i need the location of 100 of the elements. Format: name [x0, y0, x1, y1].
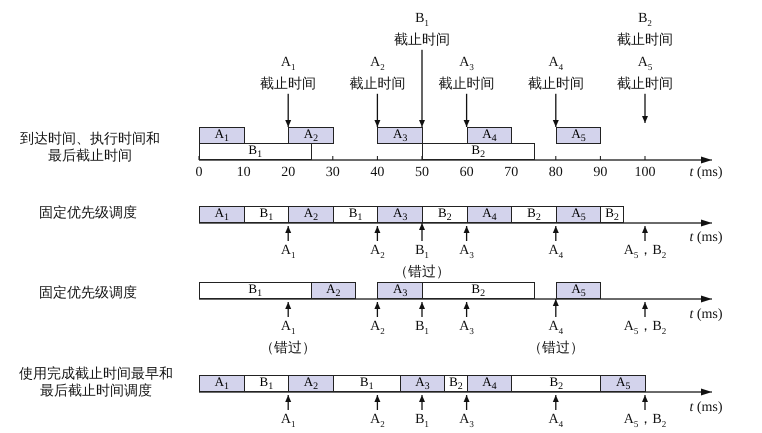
tick-label: 60: [460, 164, 474, 181]
deadline-arrow: [285, 302, 292, 317]
tick-label: 20: [281, 164, 296, 181]
task-a-block: A$_{4}$: [466, 375, 512, 392]
task-a-block: A$_{2}$: [288, 127, 334, 144]
deadline-caption: 截止时间: [260, 76, 316, 93]
task-b-block: B$_{1}$: [199, 282, 312, 299]
task-a-block: A$_{4}$: [466, 127, 512, 144]
task-name: A$_{5}$: [636, 54, 654, 74]
arrival-label: B$_{1}$: [415, 411, 429, 433]
task-name: B$_{1}$: [414, 242, 430, 262]
task-a-block: A$_{2}$: [288, 206, 334, 223]
task-a-block: A$_{3}$: [377, 127, 423, 144]
task-name: A$_{3}$: [458, 54, 475, 74]
arrival-label: A$_{2}$: [370, 411, 385, 433]
deadline-arrow: [374, 226, 380, 241]
arrival-label: A$_{3}$: [459, 318, 474, 340]
missed-note: （错过）: [528, 340, 584, 357]
task-b-block: B$_{1}$: [244, 206, 290, 223]
arrival-label: A$_{2}$: [370, 318, 385, 340]
deadline-arrow: [552, 299, 559, 317]
task-b-block: B$_{1}$: [332, 375, 401, 392]
arrival-label: A$_{4}$: [548, 411, 564, 433]
deadline-arrow: [285, 226, 292, 241]
deadline-arrow: [642, 94, 648, 123]
axis-label: t (ms): [689, 164, 723, 181]
task-a-block: A$_{5}$: [600, 375, 646, 392]
deadline-arrow: [642, 395, 648, 410]
arrival-label: A$_{5}$，B$_{2}$: [624, 242, 666, 264]
task-name: B$_{1}$: [414, 10, 430, 30]
tick-label: 10: [236, 164, 251, 181]
tick-label: 70: [504, 164, 518, 181]
tick-label: 50: [415, 164, 429, 181]
deadline-arrow: [464, 395, 470, 410]
task-b-block: B$_{1}$: [332, 206, 378, 223]
task-b-block: B$_{2}$: [422, 143, 534, 160]
task-name: A$_{4}$: [547, 318, 564, 338]
task-b-block: B$_{1}$: [199, 143, 312, 160]
task-a-block: A$_{3}$: [400, 375, 446, 392]
task-a-block: A$_{3}$: [377, 282, 423, 299]
deadline-caption: 截止时间: [617, 32, 673, 49]
task-a-block: A$_{1}$: [199, 206, 245, 223]
deadline-arrow: [419, 223, 425, 241]
tick-label: 80: [548, 164, 563, 181]
deadline-arrow: [419, 50, 425, 127]
task-b-block: B$_{1}$: [244, 375, 290, 392]
arrival-label: A$_{1}$: [280, 242, 296, 264]
row-title: 使用完成截止时间最早和最后截止时间调度: [18, 366, 174, 400]
arrival-label: A$_{3}$: [459, 242, 474, 264]
task-name: A$_{2}$: [369, 54, 386, 74]
deadline-arrow: [374, 395, 380, 410]
deadline-arrow: [285, 395, 292, 410]
deadline-caption: 截止时间: [438, 76, 495, 93]
axis-label: t (ms): [689, 306, 723, 323]
arrival-label: A$_{4}$: [548, 242, 564, 264]
deadline-arrow: [642, 226, 648, 241]
tick-label: 30: [326, 164, 340, 181]
arrival-label: A$_{1}$: [280, 411, 296, 433]
row-title: 到达时间、执行时间和最后截止时间: [19, 131, 161, 165]
deadline-arrow: [419, 395, 425, 410]
arrival-label: A$_{2}$: [370, 242, 385, 264]
deadline-arrow: [552, 94, 559, 127]
missed-note: （错过）: [394, 264, 450, 281]
row-title: 固定优先级调度: [39, 285, 137, 302]
tick-label: 0: [196, 164, 202, 181]
deadline-arrow: [464, 302, 470, 317]
task-a-block: A$_{5}$: [556, 206, 602, 223]
tick-label: 90: [593, 164, 608, 181]
arrival-label: A$_{3}$: [459, 411, 474, 433]
task-a-block: A$_{3}$: [377, 206, 423, 223]
task-b-block: B$_{2}$: [600, 206, 624, 223]
task-b-block: B$_{2}$: [511, 206, 557, 223]
arrival-label: B$_{1}$: [415, 318, 429, 340]
deadline-arrow: [374, 94, 380, 127]
task-a-block: A$_{2}$: [310, 282, 356, 299]
tick-label: 100: [634, 164, 656, 181]
axis-label: t (ms): [689, 399, 723, 416]
task-a-block: A$_{4}$: [466, 206, 512, 223]
row-title: 固定优先级调度: [39, 205, 137, 222]
deadline-caption: 截止时间: [528, 76, 584, 93]
task-b-block: B$_{2}$: [422, 206, 468, 223]
deadline-arrow: [285, 94, 292, 127]
task-name: A$_{1}$: [280, 54, 296, 74]
deadline-arrow: [552, 395, 559, 410]
arrival-label: A$_{5}$，B$_{2}$: [624, 411, 666, 433]
task-name: B$_{2}$: [637, 10, 653, 30]
task-a-block: A$_{1}$: [199, 127, 245, 144]
task-b-block: B$_{2}$: [422, 282, 534, 299]
task-a-block: A$_{2}$: [288, 375, 334, 392]
task-a-block: A$_{5}$: [556, 127, 602, 144]
deadline-arrow: [552, 226, 559, 241]
task-a-block: A$_{5}$: [556, 282, 602, 299]
deadline-arrow: [464, 226, 470, 241]
task-name: A$_{1}$: [280, 318, 296, 338]
deadline-caption: 截止时间: [349, 76, 406, 93]
deadline-caption: 截止时间: [617, 76, 673, 93]
deadline-arrow: [419, 302, 425, 317]
tick-label: 40: [370, 164, 384, 181]
task-b-block: B$_{2}$: [444, 375, 468, 392]
task-name: A$_{4}$: [547, 54, 564, 74]
